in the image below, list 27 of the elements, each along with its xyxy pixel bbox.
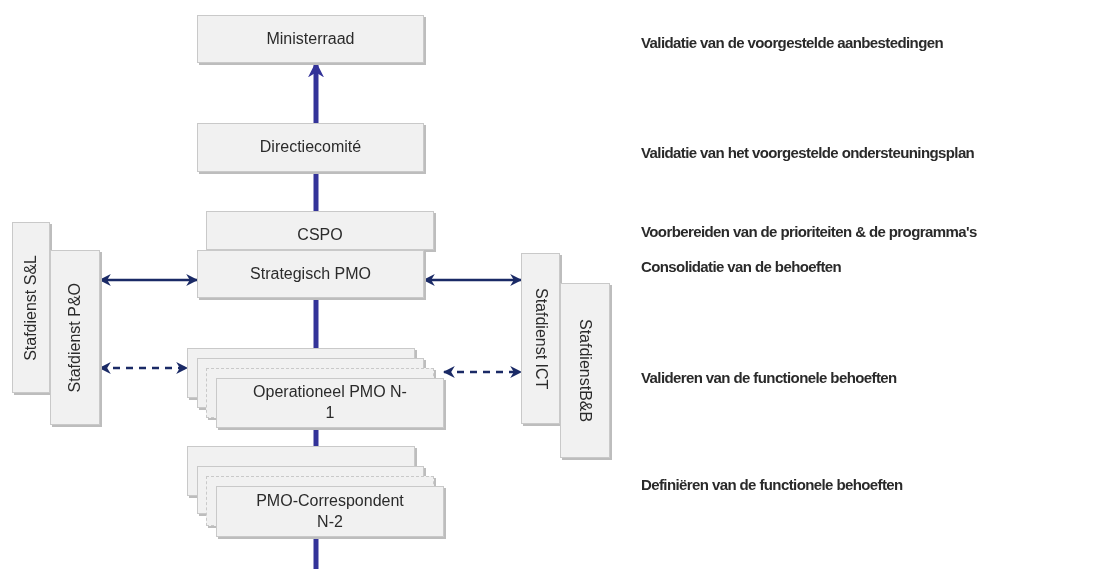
box-label: Stafdienst ICT	[531, 287, 550, 390]
process-box	[197, 250, 424, 298]
level-description: Validatie van de voorgestelde aanbestedingen	[641, 34, 944, 51]
department-box	[560, 283, 610, 458]
department-box	[12, 222, 50, 393]
box-label: Ministerraad	[265, 28, 356, 49]
level-description: Valideren van de functionele behoeften	[641, 369, 897, 386]
level-description: Consolidatie van de behoeften	[641, 258, 842, 275]
department-box	[521, 253, 560, 424]
stacked-box	[187, 446, 444, 537]
stacked-box	[187, 348, 444, 428]
box-label: Operationeel PMO N-1	[252, 382, 408, 423]
box-label: StafdienstB&B	[576, 318, 594, 423]
level-description: Validatie van het voorgestelde ondersteuningsplan	[641, 144, 975, 161]
department-box	[50, 250, 100, 425]
box-label: Directiecomité	[258, 137, 363, 158]
process-box	[206, 211, 434, 250]
level-description: Voorbereiden van de prioriteiten & de programma's	[641, 223, 977, 240]
box-label: Strategisch PMO	[249, 263, 372, 284]
level-description: Definiëren van de functionele behoeften	[641, 476, 903, 493]
arrow	[442, 366, 523, 378]
box-label: Stafdienst P&O	[66, 282, 84, 393]
process-box	[197, 123, 424, 172]
box-label: PMO-Correspondent N-2	[255, 490, 405, 532]
box-label: CSPO	[296, 225, 344, 245]
box-label: Stafdienst S&L	[22, 254, 40, 361]
process-box	[197, 15, 424, 63]
